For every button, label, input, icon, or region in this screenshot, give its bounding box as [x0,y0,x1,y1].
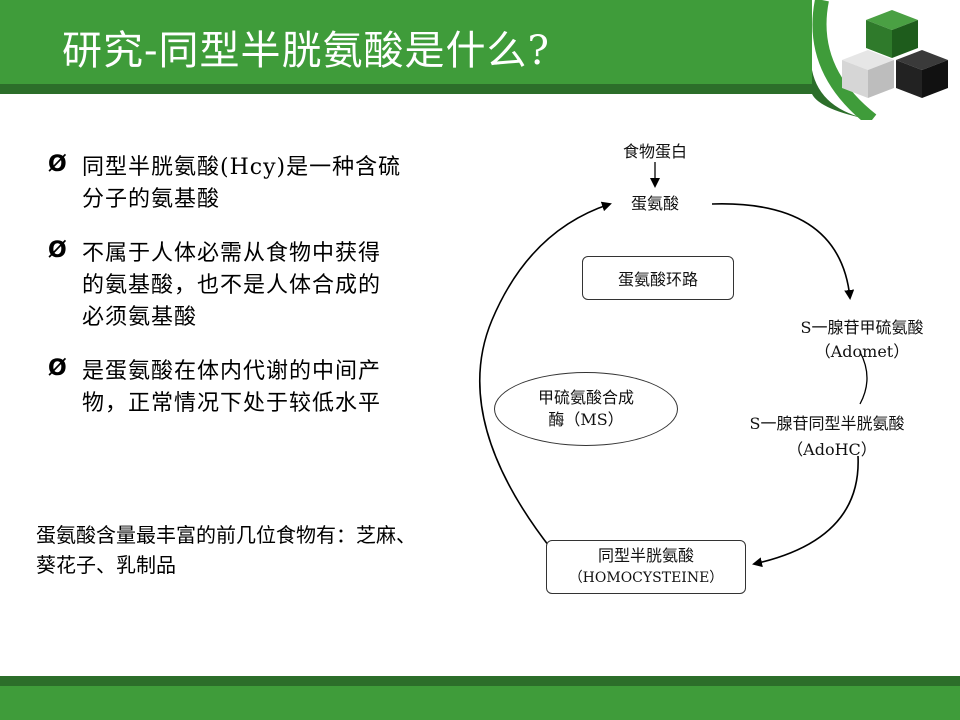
bullet-text: 是蛋氨酸在体内代谢的中间产 物，正常情况下处于较低水平 [82,359,382,416]
header-underline [0,84,960,94]
bullet-marker: Ø [48,356,67,381]
bullet-marker: Ø [48,238,67,263]
homocysteine-box: 同型半胱氨酸 （HOMOCYSTEINE） [546,540,746,594]
methionine-cycle-label: 蛋氨酸环路 [617,270,698,289]
footer-bar [0,686,960,720]
homocysteine-name: 同型半胱氨酸 [597,546,694,565]
enzyme-line-2: 酶（MS） [548,410,624,429]
footer-line [0,676,960,686]
enzyme-ellipse: 甲硫氨酸合成 酶（MS） [494,372,678,446]
page-title: 研究-同型半胱氨酸是什么? [62,28,550,74]
cube-logo-icon [812,0,960,120]
adohc-name: S一腺苷同型半胱氨酸 [749,414,905,433]
adomet-name: S一腺苷甲硫氨酸 [800,318,924,337]
header-bar [0,0,960,84]
methionine-label: 蛋氨酸 [630,194,679,213]
cycle-arrows [478,162,868,568]
bullet-marker: Ø [48,152,67,177]
adohc-abbr: （AdoHC） [787,440,877,459]
bullet-item: Ø 是蛋氨酸在体内代谢的中间产 物，正常情况下处于较低水平 [48,356,468,420]
food-note: 蛋氨酸含量最丰富的前几位食物有：芝麻、 葵花子、乳制品 [36,523,416,577]
bullet-list: Ø 同型半胱氨酸(Hcy)是一种含硫 分子的氨基酸 Ø 不属于人体必需从食物中获… [48,152,468,442]
bullet-item: Ø 同型半胱氨酸(Hcy)是一种含硫 分子的氨基酸 [48,152,468,216]
bullet-item: Ø 不属于人体必需从食物中获得 的氨基酸，也不是人体合成的 必须氨基酸 [48,238,468,334]
methionine-cycle-box: 蛋氨酸环路 [582,256,734,300]
bullet-text: 同型半胱氨酸(Hcy)是一种含硫 分子的氨基酸 [82,155,402,212]
homocysteine-abbr: （HOMOCYSTEINE） [568,570,724,586]
enzyme-line-1: 甲硫氨酸合成 [537,388,634,407]
food-protein-label: 食物蛋白 [622,142,687,161]
adomet-abbr: （Adomet） [814,342,910,361]
bullet-text: 不属于人体必需从食物中获得 的氨基酸，也不是人体合成的 必须氨基酸 [82,241,382,330]
methionine-cycle-diagram: 食物蛋白 蛋氨酸 蛋氨酸环路 S一腺苷甲硫氨酸 （Adomet） 甲硫氨酸合成 … [470,120,950,610]
